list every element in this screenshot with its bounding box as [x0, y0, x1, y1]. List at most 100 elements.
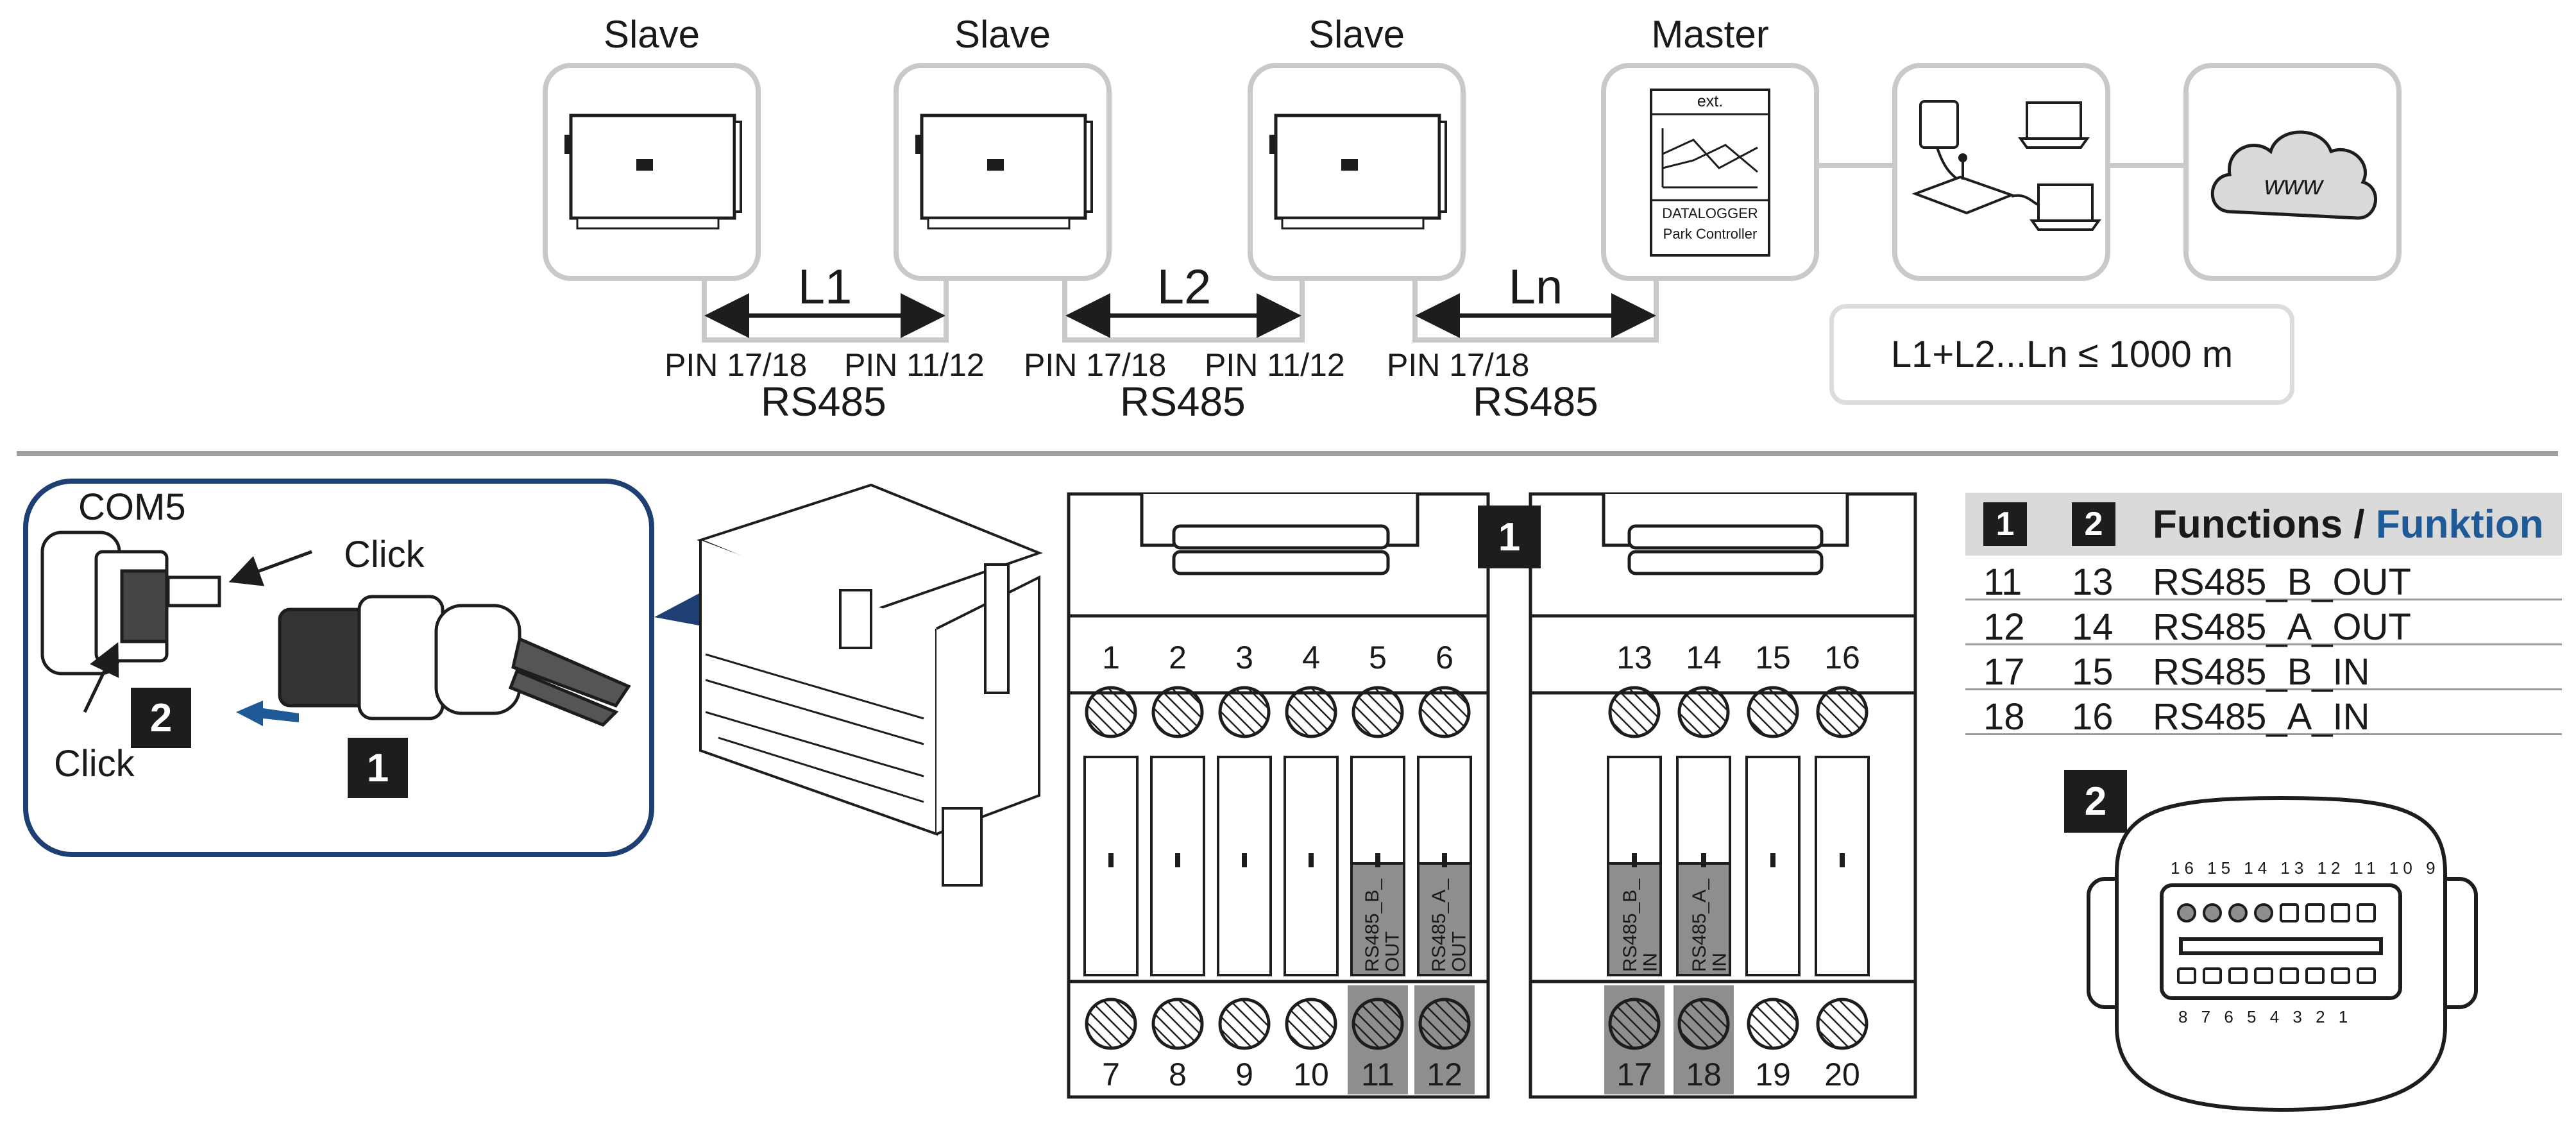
l2-pin-right: PIN 11/12 — [1205, 347, 1345, 383]
table-cell: RS485_A_IN — [2153, 696, 2370, 738]
segment-l1-label: L1 — [797, 260, 852, 314]
l1-pin-left: PIN 17/18 — [665, 347, 808, 383]
table-cell: RS485_A_OUT — [2153, 606, 2411, 648]
table-row: 11 13 RS485_B_OUT — [1965, 556, 2562, 603]
terminal-number: 2 — [1169, 640, 1187, 676]
table-cell: 11 — [1983, 561, 2022, 603]
connector-pin — [2254, 903, 2273, 922]
com5-socket-icon — [40, 531, 221, 676]
terminal-screw-icon — [1085, 686, 1137, 738]
bin-label-rs485-b-out: RS485_B_ OUT — [1362, 879, 1403, 973]
device-title-master: Master — [1651, 13, 1769, 56]
terminal-number: 19 — [1755, 1057, 1791, 1092]
terminal-number: 11 — [1361, 1057, 1394, 1092]
functions-table-title: Functions / Funktion — [2153, 502, 2544, 547]
terminal-number: 8 — [1169, 1057, 1187, 1092]
terminal-slot — [1815, 756, 1870, 976]
terminal-slot — [1217, 756, 1272, 976]
connector-face-icon — [2087, 795, 2478, 1112]
terminal-number: 6 — [1436, 640, 1453, 676]
connector-pin — [2177, 903, 2196, 922]
terminal-number: 5 — [1369, 640, 1387, 676]
bin-label-rs485-b-in: RS485_B_ IN — [1620, 879, 1661, 973]
terminal-screw-icon — [1747, 998, 1799, 1050]
datalogger-ext-label: ext. — [1697, 92, 1724, 110]
connector-pin — [2331, 903, 2350, 922]
connector-pin — [2357, 967, 2376, 984]
terminal-screw-icon — [1352, 686, 1404, 738]
terminal-screw-icon — [1218, 686, 1271, 738]
www-cloud-icon — [2210, 130, 2378, 220]
terminal-slot — [1350, 756, 1405, 976]
table-cell: 17 — [1983, 651, 2025, 693]
terminal-number: 14 — [1686, 640, 1722, 676]
click-label-bottom: Click — [54, 743, 135, 785]
bin-label-rs485-a-out: RS485_A_ OUT — [1428, 879, 1470, 973]
table-header-badge-2: 2 — [2072, 502, 2115, 546]
terminal-screw-icon — [1085, 998, 1137, 1050]
terminal-screw-icon — [1352, 998, 1404, 1050]
network-frame — [1892, 63, 2110, 281]
terminal-number: 7 — [1102, 1057, 1120, 1092]
l1-bus-label: RS485 — [761, 378, 886, 425]
connector-pin — [2203, 903, 2222, 922]
title-text: Functions / — [2153, 502, 2376, 547]
cable-length-formula: L1+L2...Ln ≤ 1000 m — [1829, 304, 2294, 405]
insert-arrow-icon — [236, 701, 299, 726]
table-cell: 13 — [2072, 561, 2114, 603]
inverter-icon — [915, 114, 1093, 230]
terminal-slot — [1083, 756, 1139, 976]
inverter-sketch-icon — [697, 483, 1043, 887]
terminal-screw-icon — [1677, 686, 1730, 738]
table-cell: 12 — [1983, 606, 2025, 648]
terminal-screw-icon — [1608, 686, 1661, 738]
www-label: www — [2264, 170, 2323, 200]
connector-pin — [2228, 967, 2248, 984]
com5-label: COM5 — [78, 486, 186, 528]
terminal-screw-icon — [1151, 998, 1204, 1050]
connector-pin — [2228, 903, 2248, 922]
segment-ln-label: Ln — [1508, 260, 1563, 314]
table-cell: RS485_B_OUT — [2153, 561, 2411, 603]
l2-pin-left: PIN 17/18 — [1024, 347, 1167, 383]
table-cell: 15 — [2072, 651, 2114, 693]
terminal-screw-icon — [1608, 998, 1661, 1050]
terminal-slot — [1607, 756, 1662, 976]
terminal-number: 15 — [1755, 640, 1791, 676]
datalogger-label: DATALOGGER — [1662, 205, 1758, 221]
connector-pin — [2331, 967, 2350, 984]
functions-table: 1 2 Functions / Funktion 11 13 RS485_B_O… — [1965, 493, 2562, 738]
table-header-badge-1: 1 — [1983, 502, 2027, 546]
terminal-number: 12 — [1427, 1057, 1462, 1092]
terminal-slot — [1417, 756, 1472, 976]
terminal-screw-icon — [1418, 998, 1471, 1050]
terminal-block-badge-1: 1 — [1478, 506, 1541, 568]
callout-badge-1: 1 — [348, 738, 408, 798]
l2-bus-label: RS485 — [1120, 378, 1246, 425]
rs485-plug-icon — [278, 595, 631, 727]
terminal-number: 18 — [1686, 1057, 1722, 1092]
table-row: 12 14 RS485_A_OUT — [1965, 600, 2562, 648]
segment-l2-label: L2 — [1157, 260, 1212, 314]
ln-bus-label: RS485 — [1473, 378, 1598, 425]
terminal-number: 4 — [1302, 640, 1320, 676]
terminal-screw-icon — [1418, 686, 1471, 738]
connector-pin — [2280, 903, 2299, 922]
table-cell: 14 — [2072, 606, 2114, 648]
device-title-slave-3: Slave — [1308, 13, 1405, 56]
connector-pin — [2305, 903, 2325, 922]
datalogger-icon — [1650, 89, 1770, 257]
terminal-slot — [1745, 756, 1801, 976]
connector-top-pin-numbers: 16 15 14 13 12 11 10 9 — [2171, 858, 2440, 878]
connector-pin — [2254, 967, 2273, 984]
terminal-number: 20 — [1824, 1057, 1860, 1092]
terminal-number: 9 — [1235, 1057, 1253, 1092]
terminal-slot — [1150, 756, 1205, 976]
park-controller-label: Park Controller — [1663, 226, 1758, 242]
connector-pins — [2177, 903, 2376, 984]
terminal-screw-icon — [1151, 686, 1204, 738]
click-label-top: Click — [344, 534, 425, 575]
connector-face-badge-2: 2 — [2064, 770, 2127, 833]
device-title-slave-1: Slave — [603, 13, 700, 56]
terminal-screw-icon — [1747, 686, 1799, 738]
